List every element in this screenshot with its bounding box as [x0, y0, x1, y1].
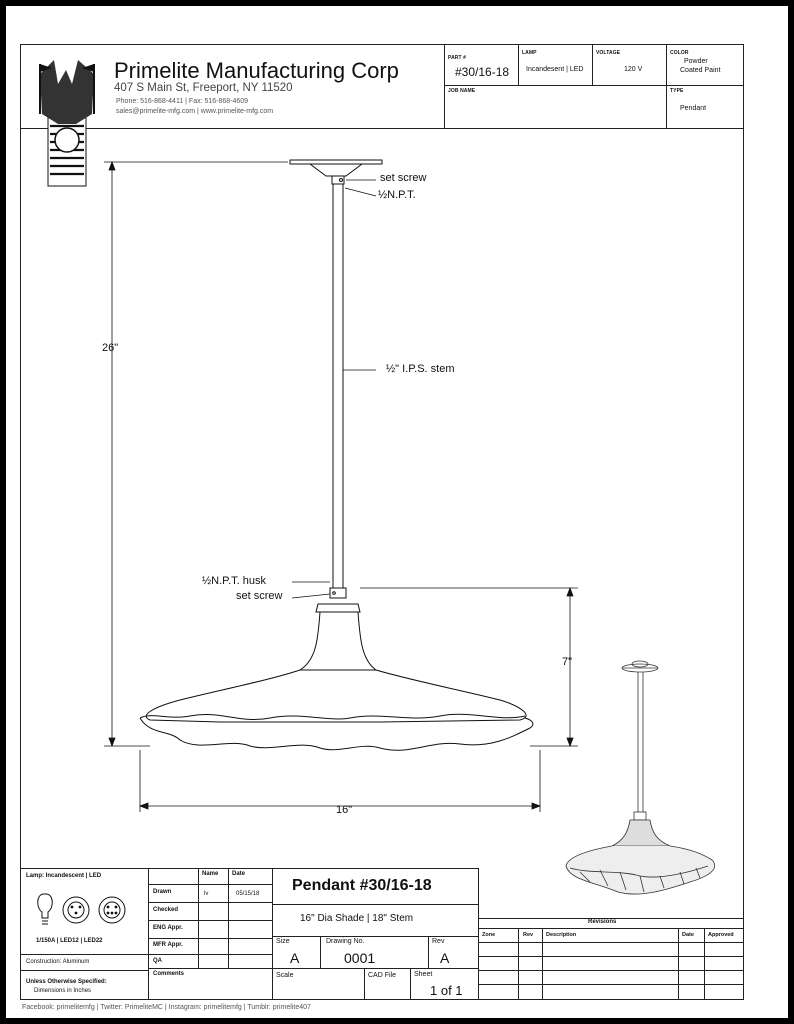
- color-label: COLOR: [670, 50, 689, 56]
- color-value-1: Powder: [684, 58, 708, 65]
- rev-col-date: Date: [682, 932, 694, 938]
- sheet-label: Sheet: [414, 971, 433, 978]
- company-name: Primelite Manufacturing Corp: [114, 58, 399, 83]
- eng-appr-label: ENG Appr.: [153, 925, 183, 931]
- checked-label: Checked: [153, 907, 179, 913]
- type-label: TYPE: [670, 88, 684, 94]
- drawn-date: 05/15/18: [236, 891, 260, 897]
- callout-stem: ½" I.P.S. stem: [386, 363, 455, 375]
- drawing-no-label: Drawing No.: [326, 938, 365, 945]
- bulb-icons: [37, 893, 126, 925]
- lamp-spec: Lamp: Incandescent | LED: [26, 873, 102, 879]
- rev-col-description: Description: [546, 932, 577, 938]
- scale-label: Scale: [276, 972, 294, 979]
- drawing-subtitle: 16" Dia Shade | 18" Stem: [300, 913, 414, 924]
- mfr-appr-label: MFR Appr.: [153, 942, 183, 948]
- size-label: Size: [276, 938, 290, 945]
- rev-col-approved: Approved: [708, 932, 734, 938]
- rev-label: Rev: [432, 938, 445, 945]
- cad-file-label: CAD File: [368, 972, 397, 979]
- rev-value: A: [440, 950, 450, 966]
- revisions-title: Revisions: [588, 919, 617, 925]
- callout-npt-top: ½N.P.T.: [378, 189, 416, 201]
- company-phone: Phone: 516-868-4411 | Fax: 516-868-4609: [116, 98, 249, 105]
- size-value: A: [290, 950, 300, 966]
- sheet-value: 1 of 1: [430, 983, 463, 998]
- construction: Construction: Aluminum: [26, 959, 90, 965]
- unless-specified: Unless Otherwise Specified:: [26, 979, 107, 985]
- color-value-2: Coated Paint: [680, 67, 721, 74]
- company-address: 407 S Main St, Freeport, NY 11520: [114, 82, 293, 94]
- dims-in-inches: Dimensions in Inches: [34, 988, 92, 994]
- company-email: sales@primelite-mfg.com | www.primelite-…: [116, 108, 274, 115]
- lamp-codes: 1/150A | LED12 | LED22: [36, 938, 103, 944]
- comments-label: Comments: [153, 971, 185, 977]
- rev-col-rev: Rev: [523, 932, 534, 938]
- dim-height: 26": [102, 342, 119, 354]
- voltage-value: 120 V: [624, 66, 643, 73]
- drawing-sheet: [20, 44, 744, 1000]
- lamp-label: LAMP: [522, 50, 537, 56]
- type-value: Pendant: [680, 105, 707, 112]
- rev-col-zone: Zone: [482, 932, 496, 938]
- callout-set-screw-bottom: set screw: [236, 590, 283, 602]
- drawn-name: lv: [204, 891, 209, 897]
- drawn-label: Drawn: [153, 889, 172, 895]
- drawing-title: Pendant #30/16-18: [292, 877, 432, 894]
- callout-npt-husk: ½N.P.T. husk: [202, 575, 266, 587]
- job-name-label: JOB NAME: [448, 88, 476, 94]
- drawing-no-value: 0001: [344, 950, 376, 966]
- dim-shade-height: 7": [562, 656, 573, 668]
- callout-set-screw-top: set screw: [380, 172, 427, 184]
- lamp-value: Incandesent | LED: [526, 66, 584, 73]
- date-header: Date: [232, 871, 246, 877]
- qa-label: QA: [153, 958, 162, 964]
- part-label: PART #: [448, 55, 467, 61]
- voltage-label: VOLTAGE: [596, 50, 621, 56]
- social-footer: Facebook: primelitemfg | Twitter: Primel…: [22, 1004, 311, 1011]
- dim-width: 16": [336, 804, 353, 816]
- name-header: Name: [202, 871, 219, 877]
- company-logo: [39, 60, 95, 187]
- part-value: #30/16-18: [455, 65, 510, 79]
